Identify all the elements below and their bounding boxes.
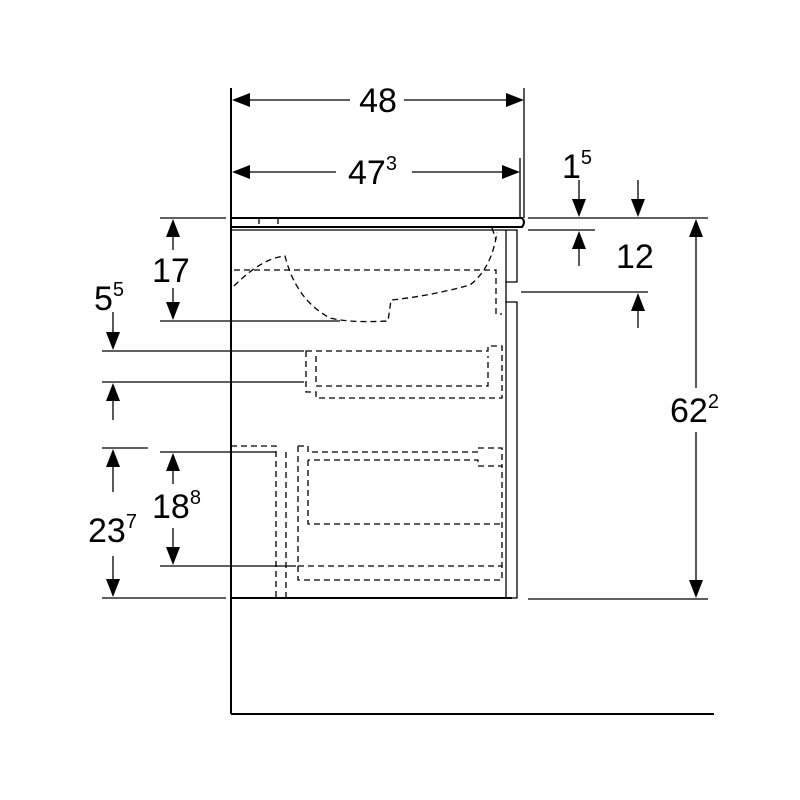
dimension-top-thickness: 12 [521, 180, 654, 328]
width-inner-sup: 3 [386, 153, 397, 175]
svg-text:237: 237 [88, 511, 137, 550]
width-inner-value: 47 [348, 154, 386, 192]
svg-text:55: 55 [94, 279, 124, 318]
basin-outline [233, 231, 498, 323]
dimension-drawer-inner: 188 [152, 451, 296, 567]
svg-text:17: 17 [152, 252, 190, 290]
svg-text:12: 12 [616, 238, 654, 276]
upper-drawer-box [305, 345, 503, 399]
svg-text:15: 15 [562, 147, 592, 186]
drawer-inner-value: 18 [152, 488, 190, 526]
svg-text:188: 188 [152, 487, 201, 526]
upper-front-panel [506, 229, 518, 283]
dimension-width-inner: 473 [232, 153, 521, 218]
svg-text:48: 48 [359, 82, 397, 120]
upper-drawer-inner [315, 356, 489, 387]
lower-drawer-inner [307, 460, 502, 525]
lower-drawer-box [297, 446, 503, 581]
dimension-handle-gap: 55 [94, 279, 304, 420]
upper-drawer-top [234, 269, 502, 315]
svg-text:622: 622 [670, 391, 719, 430]
lower-front-panel [506, 301, 518, 599]
svg-text:473: 473 [348, 153, 397, 192]
handle-gap-sup: 5 [113, 279, 124, 301]
basin-depth-value: 17 [152, 252, 190, 290]
height-total-sup: 2 [708, 391, 719, 413]
top-thickness-value: 12 [616, 238, 654, 276]
handle-gap-value: 5 [94, 280, 113, 318]
overhang-sup: 5 [581, 147, 592, 169]
dimension-basin-depth: 17 [152, 217, 340, 322]
countertop [231, 217, 525, 228]
drawer-outer-value: 23 [88, 512, 126, 550]
basin-rim [491, 227, 497, 241]
overhang-value: 1 [562, 148, 581, 186]
dimension-height-total: 622 [528, 219, 719, 600]
lower-drawer-back [231, 445, 277, 598]
lower-drawer-runner [298, 445, 503, 467]
drawer-outer-sup: 7 [126, 511, 137, 533]
width-outer-value: 48 [359, 82, 397, 120]
height-total-value: 62 [670, 392, 708, 430]
dimension-overhang: 15 [528, 147, 708, 266]
dimension-width-outer: 48 [232, 82, 525, 218]
drawer-inner-sup: 8 [190, 487, 201, 509]
dimension-drawer-outer: 237 [88, 447, 226, 599]
overflow-hole [258, 218, 279, 228]
